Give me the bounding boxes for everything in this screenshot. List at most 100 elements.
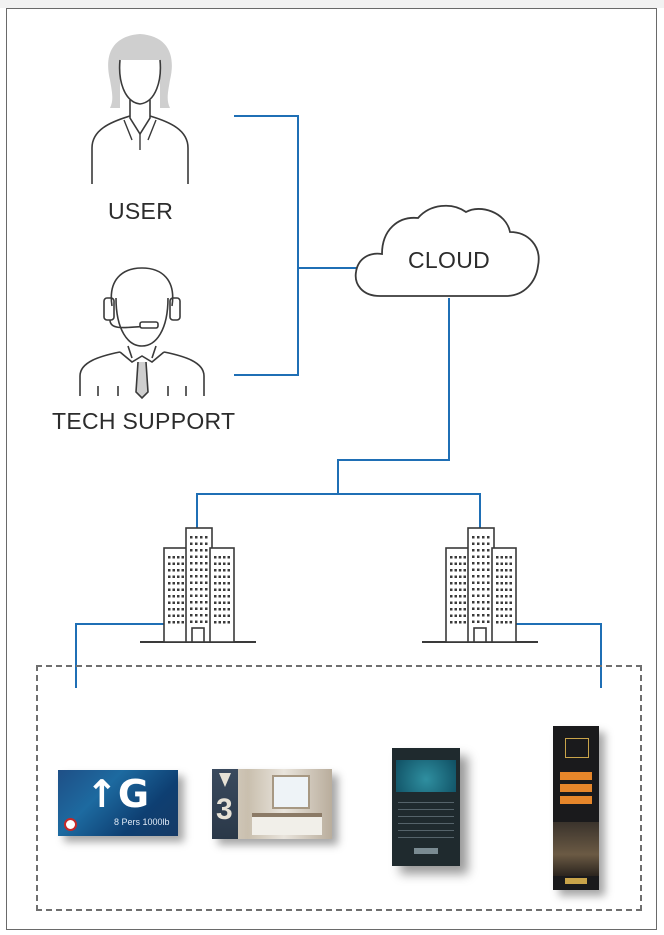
- building-window: [200, 555, 203, 558]
- building-window: [487, 588, 490, 591]
- building-window: [505, 595, 508, 598]
- building-window: [482, 601, 485, 604]
- building-window: [477, 588, 480, 591]
- building-window: [181, 556, 184, 559]
- building-window: [181, 562, 184, 565]
- building-window: [459, 562, 462, 565]
- building-window: [205, 601, 208, 604]
- building-window: [459, 595, 462, 598]
- building-window: [200, 581, 203, 584]
- building-window: [472, 575, 475, 578]
- building-window: [218, 621, 221, 624]
- building-window: [450, 556, 453, 559]
- building-window: [181, 608, 184, 611]
- building-window: [227, 608, 230, 611]
- building-window: [496, 582, 499, 585]
- building-window: [181, 614, 184, 617]
- building-window: [214, 601, 217, 604]
- building-window: [482, 568, 485, 571]
- building-window: [500, 588, 503, 591]
- building-window: [172, 588, 175, 591]
- building-window: [205, 575, 208, 578]
- building-window: [190, 562, 193, 565]
- building-window: [177, 601, 180, 604]
- building-window: [472, 607, 475, 610]
- banner-footer-badge: [565, 878, 587, 884]
- building-window: [172, 595, 175, 598]
- building-window: [472, 562, 475, 565]
- building-window: [459, 588, 462, 591]
- building-window: [463, 608, 466, 611]
- building-window: [450, 575, 453, 578]
- building-window: [190, 555, 193, 558]
- building-window: [227, 588, 230, 591]
- building-window: [487, 555, 490, 558]
- building-window: [195, 581, 198, 584]
- building-window: [482, 575, 485, 578]
- building-window: [195, 588, 198, 591]
- building-window: [454, 569, 457, 572]
- banner-bar-1: [560, 772, 592, 780]
- building-window: [172, 601, 175, 604]
- building-window: [195, 575, 198, 578]
- banner-bar-3: [560, 796, 592, 804]
- building-window: [487, 568, 490, 571]
- banner-logo: [565, 738, 589, 758]
- building-window: [463, 621, 466, 624]
- building-window: [177, 582, 180, 585]
- building-window: [450, 562, 453, 565]
- building-window: [450, 595, 453, 598]
- building-window: [477, 620, 480, 623]
- building-window: [505, 588, 508, 591]
- building-window: [200, 588, 203, 591]
- building-window: [496, 614, 499, 617]
- building-window: [459, 556, 462, 559]
- building-window: [509, 562, 512, 565]
- building-window: [496, 588, 499, 591]
- tablet-button: [414, 848, 438, 854]
- building-window: [168, 614, 171, 617]
- building-window: [482, 588, 485, 591]
- building-window: [472, 601, 475, 604]
- building-window: [190, 594, 193, 597]
- building-window: [463, 569, 466, 572]
- connector-user: [234, 115, 299, 376]
- building-window: [454, 601, 457, 604]
- building-window: [450, 601, 453, 604]
- building-window: [459, 608, 462, 611]
- building-window: [459, 614, 462, 617]
- building-window: [500, 595, 503, 598]
- building-window: [195, 562, 198, 565]
- building-window: [487, 601, 490, 604]
- building-window: [472, 542, 475, 545]
- cloud-label: CLOUD: [408, 247, 491, 273]
- building-window: [454, 595, 457, 598]
- building-window: [177, 595, 180, 598]
- building-window: [190, 536, 193, 539]
- building-window: [487, 575, 490, 578]
- building-window: [477, 594, 480, 597]
- building-window: [214, 621, 217, 624]
- building-window: [177, 614, 180, 617]
- user-label: USER: [108, 198, 174, 224]
- building-window: [227, 601, 230, 604]
- building-window: [487, 607, 490, 610]
- building-window: [487, 594, 490, 597]
- building-window: [168, 608, 171, 611]
- building-window: [200, 568, 203, 571]
- building-window: [477, 536, 480, 539]
- building-window: [463, 582, 466, 585]
- building-window: [195, 536, 198, 539]
- building-window: [450, 621, 453, 624]
- banner-display: [553, 726, 599, 890]
- building-window: [214, 575, 217, 578]
- building-window: [205, 536, 208, 539]
- building-window: [505, 562, 508, 565]
- building-window: [509, 556, 512, 559]
- building-window: [463, 588, 466, 591]
- building-window: [181, 582, 184, 585]
- building-window: [205, 620, 208, 623]
- building-window: [454, 608, 457, 611]
- building-window: [505, 614, 508, 617]
